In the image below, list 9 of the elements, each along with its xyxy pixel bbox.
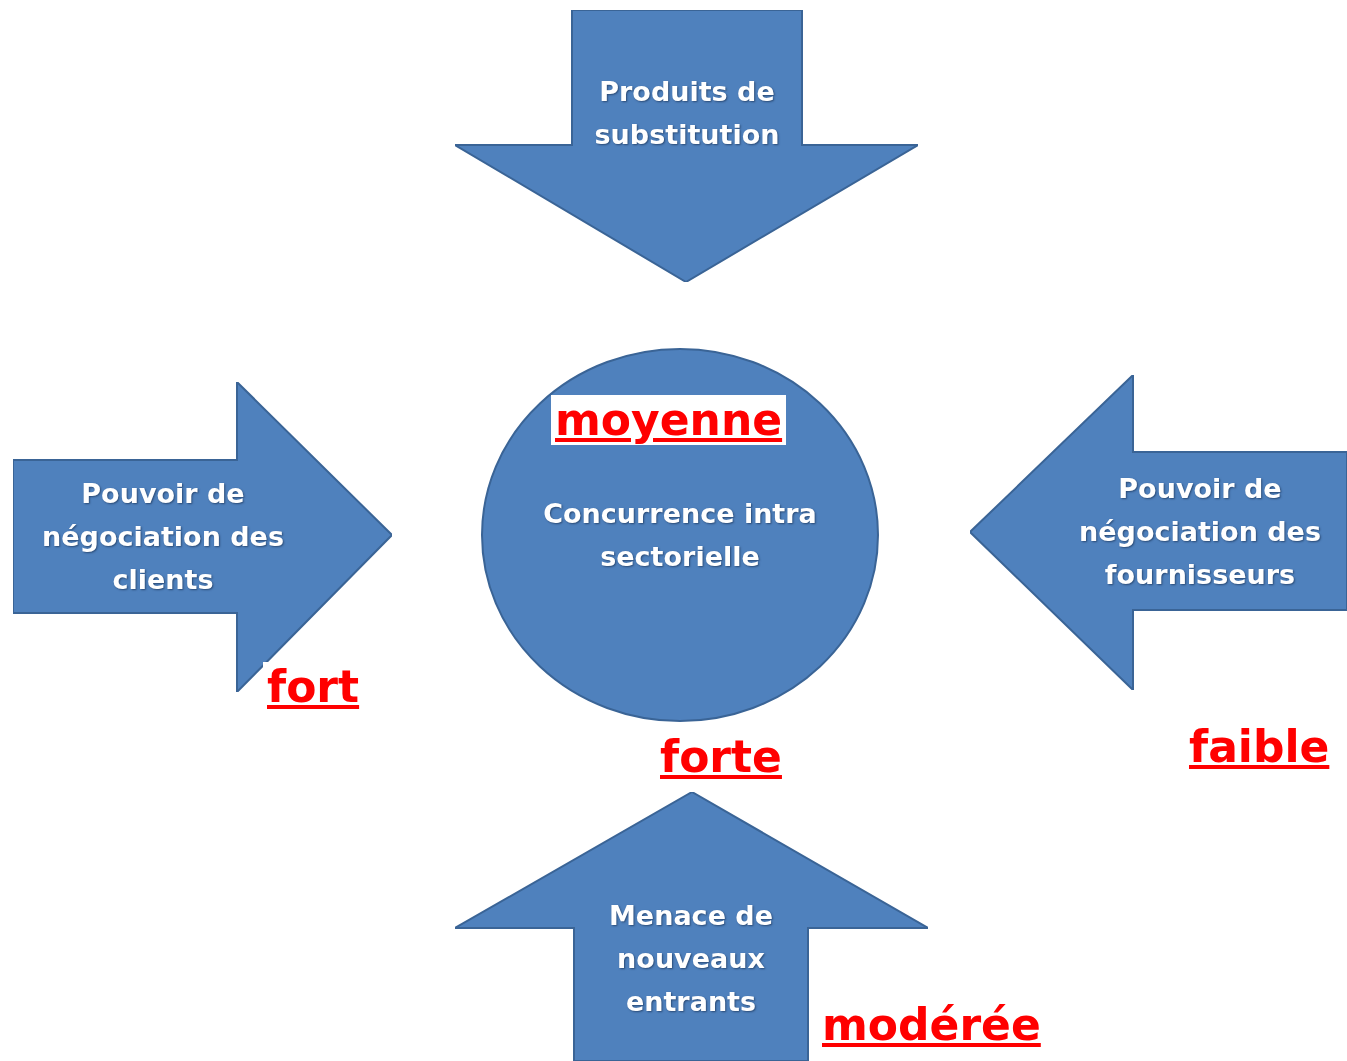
- down-block-arrow: [455, 10, 918, 282]
- node-label: Pouvoir de négociation des clients: [41, 477, 285, 597]
- node-label: Concurrence intra sectorielle: [542, 497, 818, 574]
- node-label: Menace de nouveaux entrants: [608, 899, 774, 1019]
- node-label: Produits de substitution: [593, 75, 781, 152]
- rating-label: moyenne: [551, 395, 787, 445]
- node-label: Pouvoir de négociation des fournisseurs: [1078, 472, 1322, 592]
- circle-shape: [480, 347, 880, 723]
- left-block-arrow: [970, 375, 1347, 690]
